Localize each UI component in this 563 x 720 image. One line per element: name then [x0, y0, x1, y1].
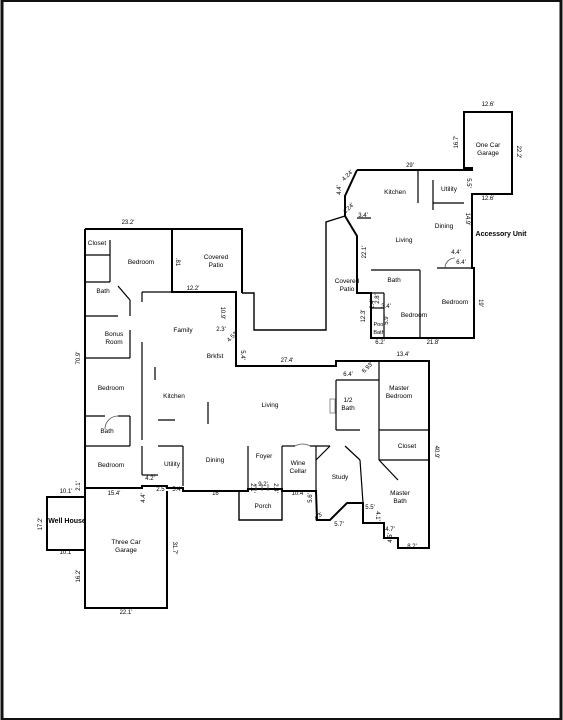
- room-bath-nw: Bath: [96, 288, 110, 295]
- room-three-car-garage: Three Car Garage: [111, 539, 141, 554]
- dim-31-7: 31.7': [171, 541, 177, 555]
- dim-3-4b: 3.4': [381, 304, 391, 310]
- room-one-car-garage: One Car Garage: [475, 142, 501, 157]
- exterior-walls: [46, 111, 513, 609]
- room-bonus-room: Bonus Room: [104, 331, 124, 346]
- room-kitchen: Kitchen: [163, 393, 185, 400]
- room-covered-patio-east: Covered Patio: [334, 278, 360, 293]
- door-swings: [104, 257, 456, 447]
- room-pool-bath: Pool Bath: [373, 322, 385, 336]
- half-bath-fixture: [329, 398, 336, 414]
- dim-5-5b: 5.5': [465, 178, 471, 188]
- dim-16-2: 16.2': [76, 569, 82, 583]
- dim-16: 16': [212, 491, 220, 497]
- room-accessory-bedroom-1: Bedroom: [400, 312, 428, 319]
- room-closet-nw: Closet: [87, 240, 107, 247]
- dim-40-9: 40.9': [433, 445, 439, 459]
- label-accessory-unit: Accessory Unit: [475, 231, 527, 238]
- dim-29: 29': [406, 163, 414, 169]
- interior-walls: [85, 170, 472, 504]
- dim-2-1: 2.1': [76, 481, 82, 491]
- room-foyer: Foyer: [255, 453, 273, 460]
- room-accessory-utility: Utility: [441, 186, 457, 193]
- dim-2-1b: 2.1': [249, 483, 255, 493]
- dim-3-4: 3.4': [358, 213, 368, 219]
- dim-2-3: 2.3': [216, 327, 226, 333]
- dim-81: .81: [174, 257, 180, 267]
- dim-6-4b: 6.4': [456, 260, 466, 266]
- dim-10-1-bot: 10.1': [59, 550, 73, 556]
- room-bath-w: Bath: [100, 428, 114, 435]
- room-study: Study: [331, 474, 349, 481]
- room-master-bath: Master Bath: [390, 490, 410, 505]
- dim-21-8: 21.8': [426, 340, 440, 346]
- porch-steps: [255, 484, 269, 491]
- dim-70-9: 70.9': [76, 351, 82, 365]
- room-porch: Porch: [254, 503, 272, 510]
- dim-10-4: 10.4': [291, 491, 305, 497]
- dim-9-2: 9.2': [258, 482, 268, 488]
- room-living: Living: [261, 402, 279, 409]
- dim-22-1b: 22.1': [362, 245, 368, 259]
- dim-4-4: 4.4': [141, 493, 147, 503]
- dim-5-5: 5.5': [365, 505, 375, 511]
- dim-22-2: 22.2': [515, 145, 521, 159]
- dim-4-5: 4.5': [388, 533, 394, 543]
- room-accessory-bedroom-2: Bedroom: [441, 299, 469, 306]
- room-accessory-bath: Bath: [387, 277, 401, 284]
- dim-22-1: 22.1': [119, 610, 133, 616]
- dim-5-9: 5.9': [384, 315, 390, 325]
- dim-4-1: 4.1': [374, 511, 380, 521]
- room-accessory-living: Living: [395, 237, 413, 244]
- dim-19: 19': [477, 299, 483, 307]
- room-closet-east: Closet: [397, 443, 417, 450]
- room-utility: Utility: [164, 461, 180, 468]
- room-dining: Dining: [205, 457, 225, 464]
- dim-10-9: 10.9': [219, 306, 225, 320]
- dim-5-4: 5.4': [239, 350, 245, 360]
- room-half-bath: 1/2 Bath: [341, 397, 355, 412]
- dim-14-9: 14.9': [464, 212, 470, 226]
- dim-4-4b: 4.4': [337, 185, 343, 195]
- dim-12-2: 12.2': [186, 286, 200, 292]
- dim-2-5: 2.5': [156, 487, 166, 493]
- dim-23-2: 23.2': [121, 220, 135, 226]
- room-bedroom-nw: Bedroom: [127, 259, 155, 266]
- dim-6-4: 6.4': [343, 372, 353, 378]
- dim-13-4: 13.4': [396, 352, 410, 358]
- room-wine-cellar: Wine Cellar: [289, 460, 307, 475]
- dim-6-2: 6.2': [375, 340, 385, 346]
- dim-4-7: 4.7': [385, 527, 395, 533]
- dim-27-4: 27.4': [280, 358, 294, 364]
- dim-5-7: 5.7': [334, 522, 344, 528]
- room-covered-patio-north: Covered Patio: [203, 254, 229, 269]
- room-bedroom-w: Bedroom: [97, 385, 125, 392]
- dim-4-2: 4.2': [145, 476, 155, 482]
- dim-15-4: 15.4': [107, 491, 121, 497]
- room-family: Family: [173, 327, 193, 334]
- dim-8-2: 8.2': [407, 544, 417, 550]
- dim-10-1-top: 10.1': [59, 489, 73, 495]
- dim-12-3: 12.3': [361, 309, 367, 323]
- dim-2-4: 2.4': [272, 483, 278, 493]
- room-bedroom-sw: Bedroom: [97, 462, 125, 469]
- room-accessory-kitchen: Kitchen: [384, 189, 406, 196]
- room-accessory-dining: Dining: [434, 223, 454, 230]
- dim-12-6-bot: 12.6': [481, 196, 495, 202]
- dim-16-7: 16.7': [454, 135, 460, 149]
- room-brkfst: Brkfst: [206, 353, 224, 360]
- dim-12-6-top: 12.6': [481, 102, 495, 108]
- room-master-bedroom: Master Bedroom: [385, 385, 413, 400]
- room-well-house: Well House: [48, 518, 86, 525]
- dim-5-4b: 5.4': [172, 487, 182, 493]
- dim-4-4c: 4.4': [451, 250, 461, 256]
- dim-17-2: 17.2': [38, 517, 44, 531]
- dim-5-6: 5.6': [308, 493, 314, 503]
